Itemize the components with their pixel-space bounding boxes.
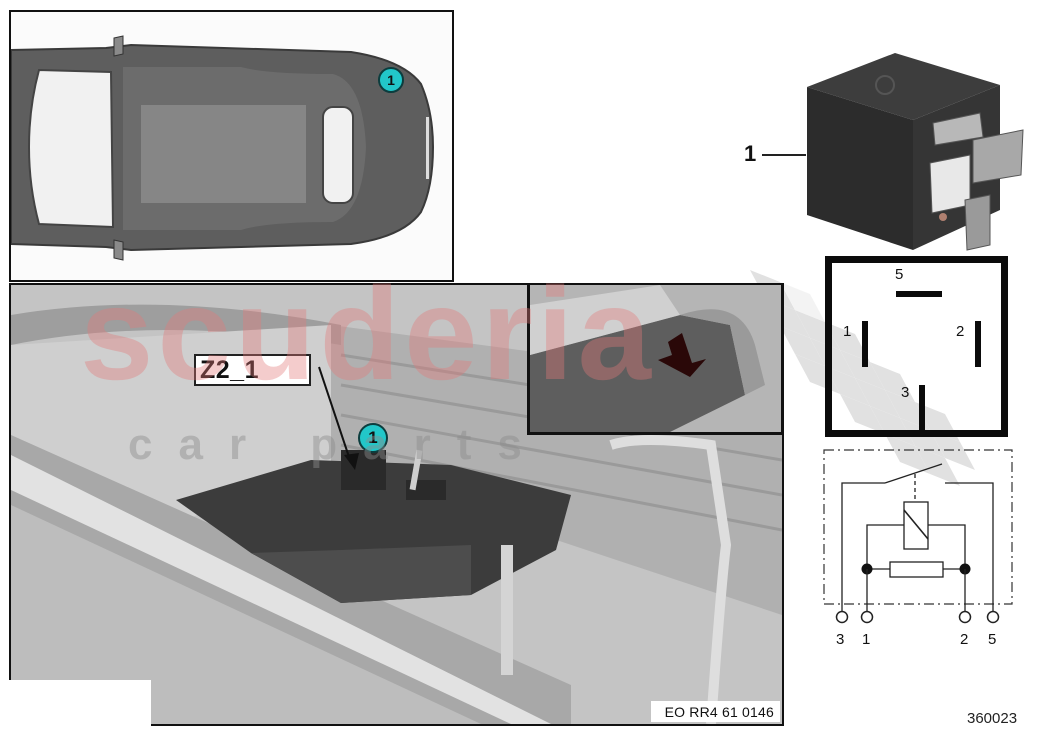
terminal-label-2: 2: [960, 631, 969, 648]
part-callout-leader-line: [762, 154, 806, 156]
open-trunk-illustration: [530, 285, 781, 432]
pin-label-5: 5: [895, 266, 904, 283]
vehicle-top-view-panel: 1: [9, 10, 454, 282]
car-top-view-illustration: [11, 35, 435, 261]
pin-label-1: 1: [843, 323, 852, 340]
document-code: EO RR4 61 0146: [650, 701, 780, 722]
location-callout-badge: 1: [378, 67, 404, 93]
relay-location-photo-panel: Z2_1 1 EO RR4 61 0146: [9, 283, 784, 726]
blank-corner: [0, 680, 151, 735]
relay-position-callout-badge: 1: [358, 423, 388, 453]
trunk-inset-photo: [527, 285, 782, 435]
terminal-label-5: 5: [988, 631, 997, 648]
pin-2-contact: [975, 321, 981, 367]
relay-product-image: [807, 53, 1024, 251]
part-callout-number: 1: [744, 141, 757, 166]
relay-pin-layout: 5 1 2 3: [825, 256, 1008, 437]
pin-3-contact: [919, 385, 925, 431]
terminal-label-1: 1: [862, 631, 871, 648]
trunk-fuse-box-photo: [11, 285, 782, 724]
pin-5-contact: [896, 291, 942, 297]
diagram-reference-number: 360023: [967, 710, 1018, 727]
relay-circuit-schematic: [823, 449, 1013, 624]
pin-label-2: 2: [956, 323, 965, 340]
pin-label-3: 3: [901, 384, 910, 401]
pin-1-contact: [862, 321, 868, 367]
terminal-label-3: 3: [836, 631, 845, 648]
location-code-label: Z2_1: [194, 354, 311, 386]
